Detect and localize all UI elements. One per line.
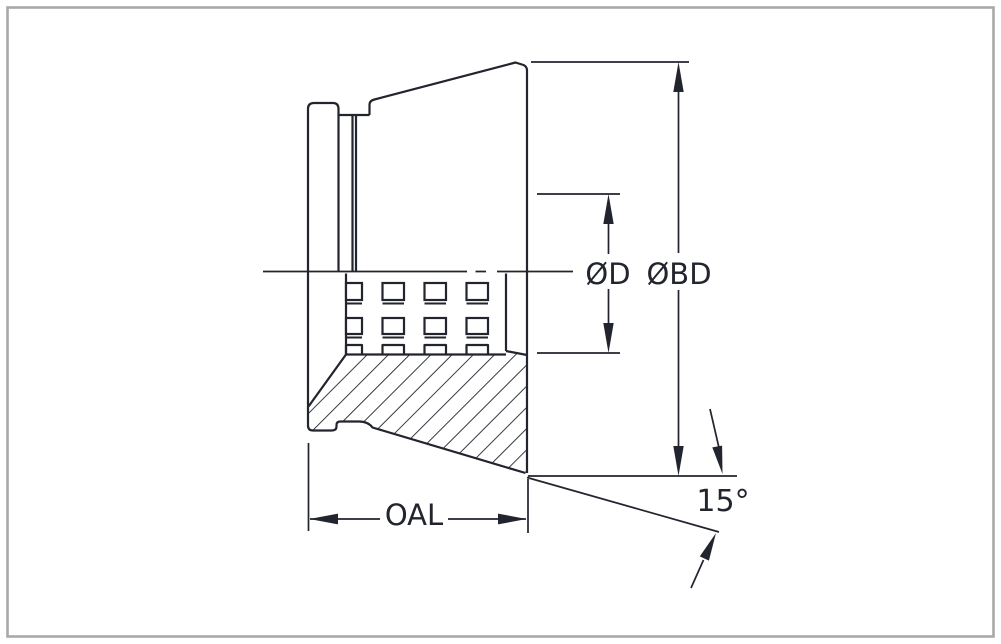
od-arrow-up <box>603 194 614 224</box>
angle-arrow-lower <box>699 533 716 561</box>
angle-reference-line <box>526 476 720 533</box>
drawing-border <box>6 6 995 638</box>
label-taper-angle: 15° <box>696 484 749 519</box>
angle-leader-upper <box>709 408 721 451</box>
flange-outline <box>306 101 526 475</box>
oal-arrow-left <box>309 513 338 525</box>
dim-od <box>537 193 620 354</box>
thread-squares <box>344 281 490 336</box>
od-extension-lines <box>537 193 620 354</box>
od-arrow-down <box>603 323 614 353</box>
inner-cone-edge <box>307 353 347 408</box>
body-outline <box>368 61 529 473</box>
dim-oal <box>307 443 529 533</box>
hatch-section <box>309 351 527 473</box>
obd-arrow-up <box>673 62 684 92</box>
collet-outline <box>306 61 529 475</box>
dim-angle <box>526 408 723 589</box>
thread-crest-lines <box>346 302 488 339</box>
oal-arrow-right <box>498 513 527 525</box>
dim-obd <box>528 61 737 477</box>
oal-extension-lines <box>307 443 529 533</box>
obd-arrow-down <box>673 446 684 476</box>
label-body-diameter: ØBD <box>646 257 711 291</box>
angle-arrow-upper <box>712 445 723 474</box>
label-bore-diameter: ØD <box>585 257 630 291</box>
label-overall-length: OAL <box>385 498 443 532</box>
angle-leader-lower <box>690 559 705 589</box>
thread-teeth-row <box>344 343 490 355</box>
pilot-bore-step <box>504 273 528 357</box>
slit-lines <box>351 115 358 271</box>
